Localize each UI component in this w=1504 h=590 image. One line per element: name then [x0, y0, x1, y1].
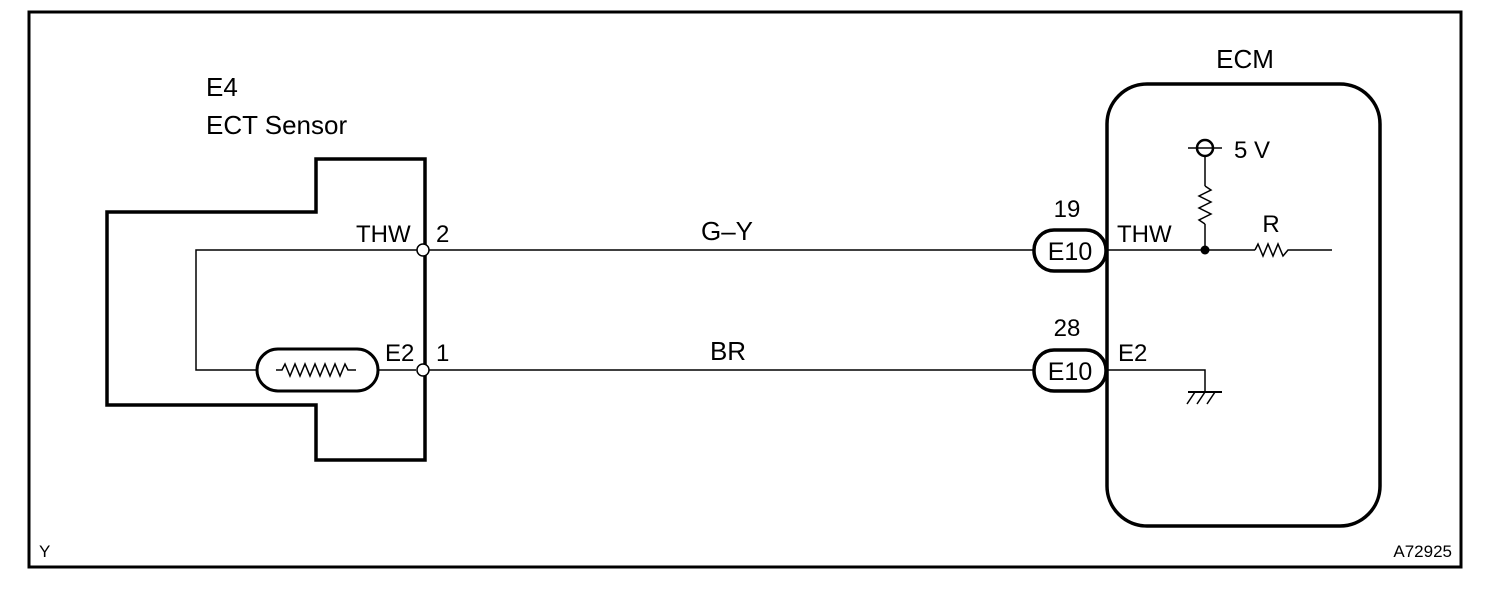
sensor-pin-2-terminal-icon — [416, 243, 430, 257]
ecm-title: ECM — [1216, 44, 1274, 74]
ecm-e2-terminal-label: E2 — [1118, 340, 1147, 367]
ecm-e2-line — [1107, 369, 1206, 392]
sensor-code: E4 — [206, 72, 238, 102]
sensor-name: ECT Sensor — [206, 110, 347, 140]
diagram-frame — [27, 10, 1463, 569]
sensor-pin-e2-label: E2 — [385, 340, 414, 367]
wire-e2-color-label: BR — [710, 336, 746, 366]
pullup-resistor-icon — [1197, 185, 1213, 225]
connector-e10-thw-label: E10 — [1048, 238, 1092, 266]
wire-thw-color-label: G–Y — [701, 216, 753, 246]
ecm-pin-19-number: 19 — [1054, 196, 1081, 223]
sensor-internal-wire — [195, 249, 421, 371]
ecm-pin-28-number: 28 — [1054, 315, 1081, 342]
sensor-body — [105, 157, 427, 462]
ground-icon — [1186, 391, 1222, 405]
footer-left-mark: Y — [39, 542, 50, 561]
sensor-pin-1-number: 1 — [436, 340, 449, 367]
connector-e10-e2 — [1032, 348, 1108, 393]
ecm-body — [1105, 82, 1382, 528]
sensor-pin-2-number: 2 — [436, 221, 449, 248]
ecm-thw-terminal-label: THW — [1117, 221, 1172, 248]
connector-e10-thw — [1032, 228, 1108, 273]
sensor-pin-thw-label: THW — [356, 221, 411, 248]
thermistor-icon — [255, 347, 380, 393]
figure-id: A72925 — [1393, 542, 1452, 561]
connector-e10-e2-label: E10 — [1048, 358, 1092, 386]
sensor-pin-1-terminal-icon — [416, 363, 430, 377]
series-resistor-label: R — [1262, 211, 1279, 238]
series-resistor-icon — [1254, 242, 1332, 258]
supply-voltage-label: 5 V — [1234, 137, 1270, 164]
